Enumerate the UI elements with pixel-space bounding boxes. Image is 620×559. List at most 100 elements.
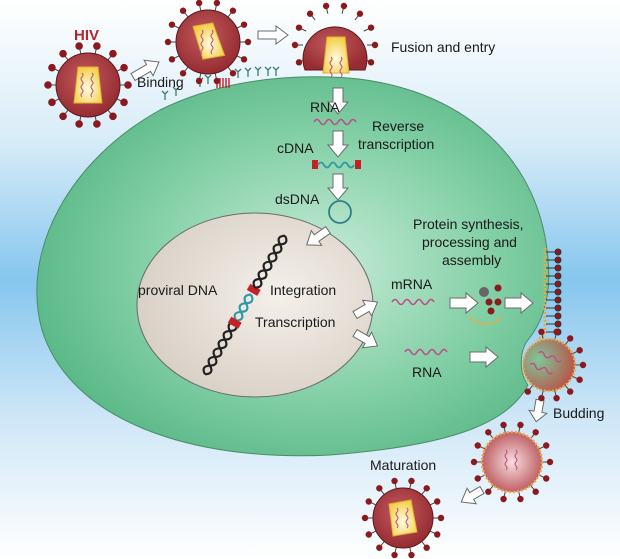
envelope-spike xyxy=(474,442,481,449)
membrane-spike xyxy=(554,280,562,288)
label-hiv: HIV xyxy=(74,27,99,44)
label-rna-top: RNA xyxy=(310,99,340,115)
envelope-spike xyxy=(538,328,545,336)
envelope-spike xyxy=(195,77,203,85)
envelope-spike xyxy=(179,7,187,14)
label-maturation: Maturation xyxy=(370,457,436,473)
label-fusion-entry: Fusion and entry xyxy=(391,39,495,55)
envelope-spike xyxy=(295,59,303,66)
arrow-protein-to-membrane xyxy=(504,291,534,315)
envelope-spike xyxy=(576,347,583,354)
envelope-spike xyxy=(229,7,237,14)
envelope-spike xyxy=(470,458,478,466)
envelope-spike xyxy=(553,328,560,336)
envelope-spike xyxy=(517,421,524,429)
envelope-spike xyxy=(538,394,545,402)
envelope-spike xyxy=(553,394,560,402)
hiv-virion-binding xyxy=(164,0,252,85)
envelope-spike xyxy=(48,63,56,72)
mature-virion xyxy=(361,477,445,559)
envelope-spike xyxy=(566,388,574,395)
arrow-export-mrna xyxy=(352,299,379,320)
envelope-spike xyxy=(229,70,237,77)
envelope-spike xyxy=(376,485,383,492)
label-transcription: Transcription xyxy=(255,314,335,330)
envelope-spike xyxy=(408,477,415,485)
arrow-budding xyxy=(528,398,548,423)
envelope-spike xyxy=(240,56,248,63)
envelope-spike xyxy=(579,361,587,369)
membrane-spike xyxy=(554,304,562,312)
envelope-spike xyxy=(500,495,507,503)
envelope-spike xyxy=(423,485,430,492)
label-dsdna: dsDNA xyxy=(275,191,320,207)
membrane-spike xyxy=(554,264,562,272)
envelope-spike xyxy=(93,42,101,50)
envelope-spike xyxy=(543,442,550,449)
hiv-virion-free xyxy=(44,42,132,128)
cell-receptors xyxy=(161,66,280,100)
mrna-molecule xyxy=(391,298,435,306)
label-reverse: Reverse xyxy=(372,118,424,134)
label-integration: Integration xyxy=(270,282,336,298)
arrow-mrna-to-protein xyxy=(449,291,479,315)
envelope-spike xyxy=(391,551,398,559)
envelope-spike xyxy=(365,498,372,505)
membrane-spike xyxy=(554,296,562,304)
envelope-spike xyxy=(524,388,532,395)
nucleus xyxy=(136,212,374,398)
arrow-maturation xyxy=(460,485,485,505)
label-protein-synthesis-3: assembly xyxy=(442,252,501,268)
label-transcription-rt: transcription xyxy=(358,136,434,152)
envelope-spike xyxy=(356,10,364,17)
envelope-spike xyxy=(213,0,221,7)
envelope-spike xyxy=(168,56,176,63)
label-protein-synthesis-2: processing and xyxy=(422,234,517,250)
label-proviral-dna: proviral DNA xyxy=(138,282,218,298)
envelope-spike xyxy=(517,495,524,503)
envelope-spike xyxy=(109,112,117,121)
membrane-spike xyxy=(554,312,562,320)
envelope-spike xyxy=(322,2,330,10)
dsdna-circle xyxy=(328,200,352,224)
envelope-spike xyxy=(93,120,101,128)
envelope-spike xyxy=(367,59,375,66)
envelope-spike xyxy=(124,81,132,89)
membrane-envelope-proteins xyxy=(536,248,562,342)
envelope-spike xyxy=(437,514,445,522)
arrow-dsdna xyxy=(326,173,350,201)
label-binding: Binding xyxy=(137,74,184,90)
envelope-spike xyxy=(120,63,128,72)
hiv-virion-fusion xyxy=(291,2,379,78)
envelope-spike xyxy=(532,488,539,495)
rna-molecule xyxy=(404,348,448,356)
arrow-into-nucleus xyxy=(306,226,331,246)
membrane-spike xyxy=(554,248,562,256)
envelope-spike xyxy=(48,98,56,107)
envelope-spike xyxy=(543,475,550,482)
envelope-spike xyxy=(576,376,583,383)
envelope-spike xyxy=(367,24,375,31)
envelope-spike xyxy=(566,335,574,342)
envelope-spike xyxy=(59,112,67,121)
arrow-to-fusion xyxy=(257,25,289,45)
envelope-spike xyxy=(546,458,554,466)
envelope-spike xyxy=(340,2,348,10)
viral-cdna xyxy=(312,160,361,169)
envelope-spike xyxy=(485,488,492,495)
envelope-spike xyxy=(109,49,117,58)
envelope-spike xyxy=(408,551,415,559)
envelope-spike xyxy=(485,429,492,436)
arrow-binding xyxy=(130,59,160,82)
proviral-dna-helix xyxy=(202,234,288,376)
envelope-spike xyxy=(434,531,441,538)
envelope-spike xyxy=(213,77,221,85)
label-cdna: cDNA xyxy=(277,140,314,156)
budding-virion xyxy=(521,328,587,402)
arrow-reverse-transcription xyxy=(326,130,350,158)
membrane-spike xyxy=(554,320,562,328)
viral-rna xyxy=(313,118,357,126)
envelope-spike xyxy=(474,475,481,482)
envelope-spike xyxy=(244,38,252,46)
